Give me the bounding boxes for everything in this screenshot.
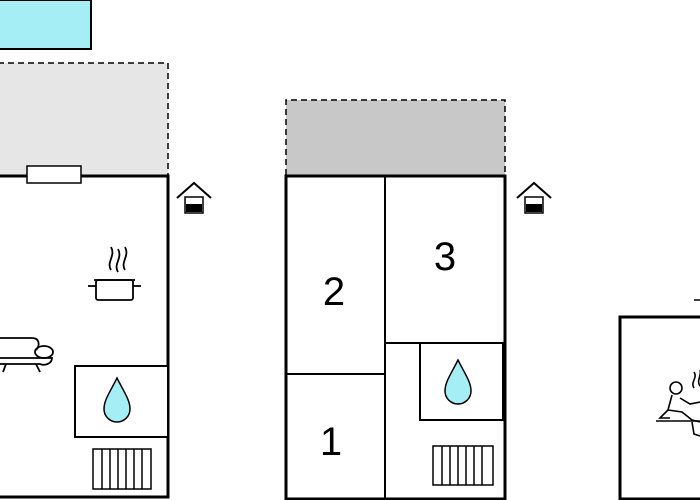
room-number-3: 3 [434, 235, 456, 279]
cooking-pot-icon [88, 246, 141, 301]
room-number-1: 1 [320, 420, 342, 464]
room-number-2: 2 [323, 270, 345, 314]
building-right [618, 299, 700, 500]
sauna-person-icon [656, 370, 700, 437]
window [26, 165, 82, 184]
radiator-icon [432, 445, 494, 486]
water-drop-icon [444, 358, 472, 405]
pool [0, 0, 92, 50]
entrance-house-icon [176, 181, 212, 214]
terrace-left [0, 62, 169, 175]
water-drop-icon [103, 376, 131, 423]
radiator-icon [92, 448, 152, 490]
terrace-middle [285, 99, 506, 175]
building-left [0, 174, 170, 499]
entrance-house-icon [516, 181, 552, 214]
building-middle [284, 174, 507, 500]
sofa-icon [0, 337, 54, 373]
